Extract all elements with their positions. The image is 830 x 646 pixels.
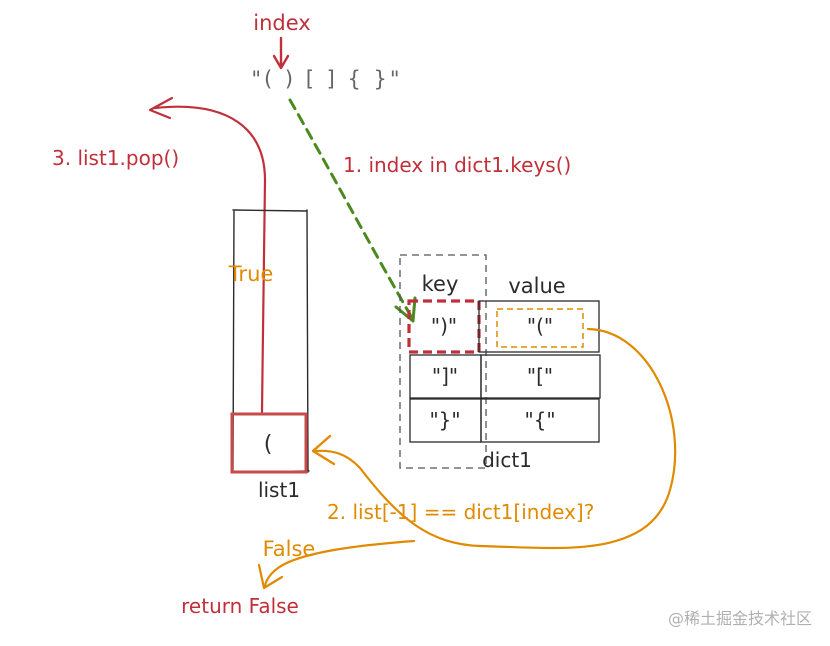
- index-label: index: [253, 11, 310, 35]
- compare-arrowhead: [311, 434, 336, 466]
- dict-row-3-value-cell: [480, 398, 600, 443]
- dict-row-1-value-cell: [478, 300, 600, 353]
- step1-arrowhead: [394, 296, 417, 323]
- dict-row-2-key: "]": [432, 364, 458, 388]
- key-header: key: [422, 272, 459, 296]
- watermark: @稀土掘金技术社区: [668, 609, 812, 628]
- compare-arrow: [314, 327, 677, 550]
- key-column-dashed-outline: [399, 254, 487, 469]
- dict-row-1-key: ")": [431, 314, 457, 338]
- step3-label: 3. list1.pop(): [52, 146, 179, 170]
- value-header: value: [508, 274, 565, 298]
- dict-row-2-value-cell: [480, 354, 601, 399]
- false-arrow: [263, 539, 416, 588]
- input-string: "( ) [ ] { }": [251, 67, 402, 91]
- dict1-name: dict1: [482, 448, 532, 472]
- step1-label: 1. index in dict1.keys(): [343, 153, 571, 177]
- return-false-label: return False: [181, 594, 299, 618]
- list1-name: list1: [258, 478, 300, 502]
- dict-row-1-key-cell: [407, 299, 481, 354]
- false-label: False: [263, 537, 316, 561]
- dict-row-2-value: "[": [527, 364, 553, 388]
- dict-row-3-value: "{": [524, 408, 555, 432]
- pop-arrow: [153, 105, 267, 414]
- dict-row-1-value: "(": [527, 314, 553, 338]
- step2-label: 2. list[-1] == dict1[index]?: [327, 500, 594, 524]
- list1-top-cell: [230, 412, 308, 474]
- list1-top-value: (: [264, 432, 273, 457]
- index-pointer-arrow: [272, 36, 290, 70]
- list1-stack-outline: [231, 209, 310, 473]
- false-arrowhead: [257, 563, 284, 590]
- true-label: True: [228, 262, 274, 286]
- pop-arrowhead: [148, 96, 174, 120]
- dict-row-3-key: "}": [429, 408, 460, 432]
- step1-arrow: [288, 98, 414, 320]
- dict-row-1-value-highlight: [496, 308, 584, 348]
